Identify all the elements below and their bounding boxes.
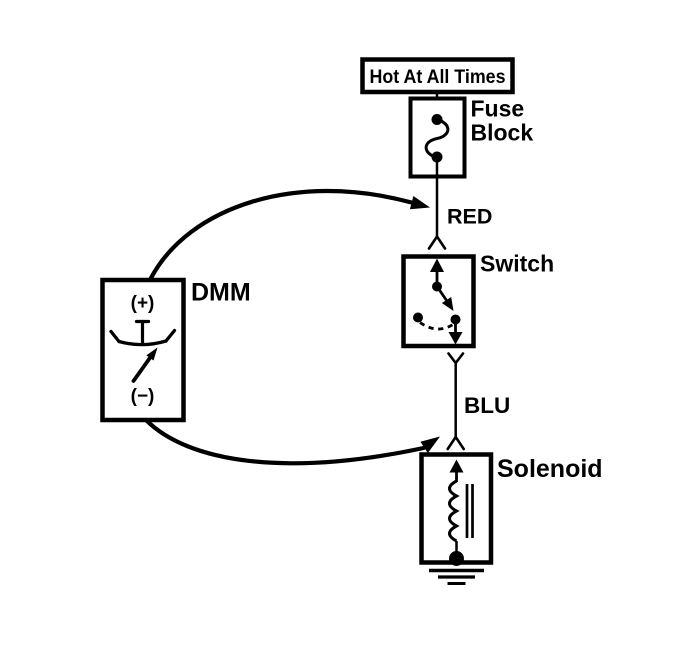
upper-connector-fork-icon [427, 234, 447, 250]
blu-wire-label: BLU [464, 393, 510, 418]
meter-needle-icon [131, 347, 158, 383]
negative-probe-arrow-icon [143, 417, 440, 466]
analog-meter-icon [109, 319, 177, 347]
fuse-block-label-line2: Block [471, 120, 534, 146]
dmm-negative-terminal-label: (−) [131, 386, 155, 407]
dmm-positive-terminal-label: (+) [131, 293, 155, 314]
switch-label: Switch [480, 251, 554, 277]
dmm-box [100, 277, 186, 423]
switch-contacts-icon [413, 281, 461, 331]
fuse-block-label-line1: Fuse [471, 96, 525, 122]
switch-output-arrow-icon [448, 319, 463, 345]
dmm-label: DMM [191, 279, 251, 307]
red-wire-label: RED [447, 205, 492, 229]
power-tag-box [360, 57, 515, 95]
solenoid-current-arrow-icon [449, 459, 464, 482]
positive-probe-arrow-icon [148, 189, 430, 281]
power-tag-label: Hot At All Times [370, 66, 506, 88]
solenoid-label: Solenoid [497, 455, 603, 483]
solenoid-connector-fork-icon [446, 434, 466, 451]
ground-icon [429, 568, 484, 585]
solenoid-ground-dot [449, 551, 464, 566]
coil-icon [448, 479, 474, 543]
